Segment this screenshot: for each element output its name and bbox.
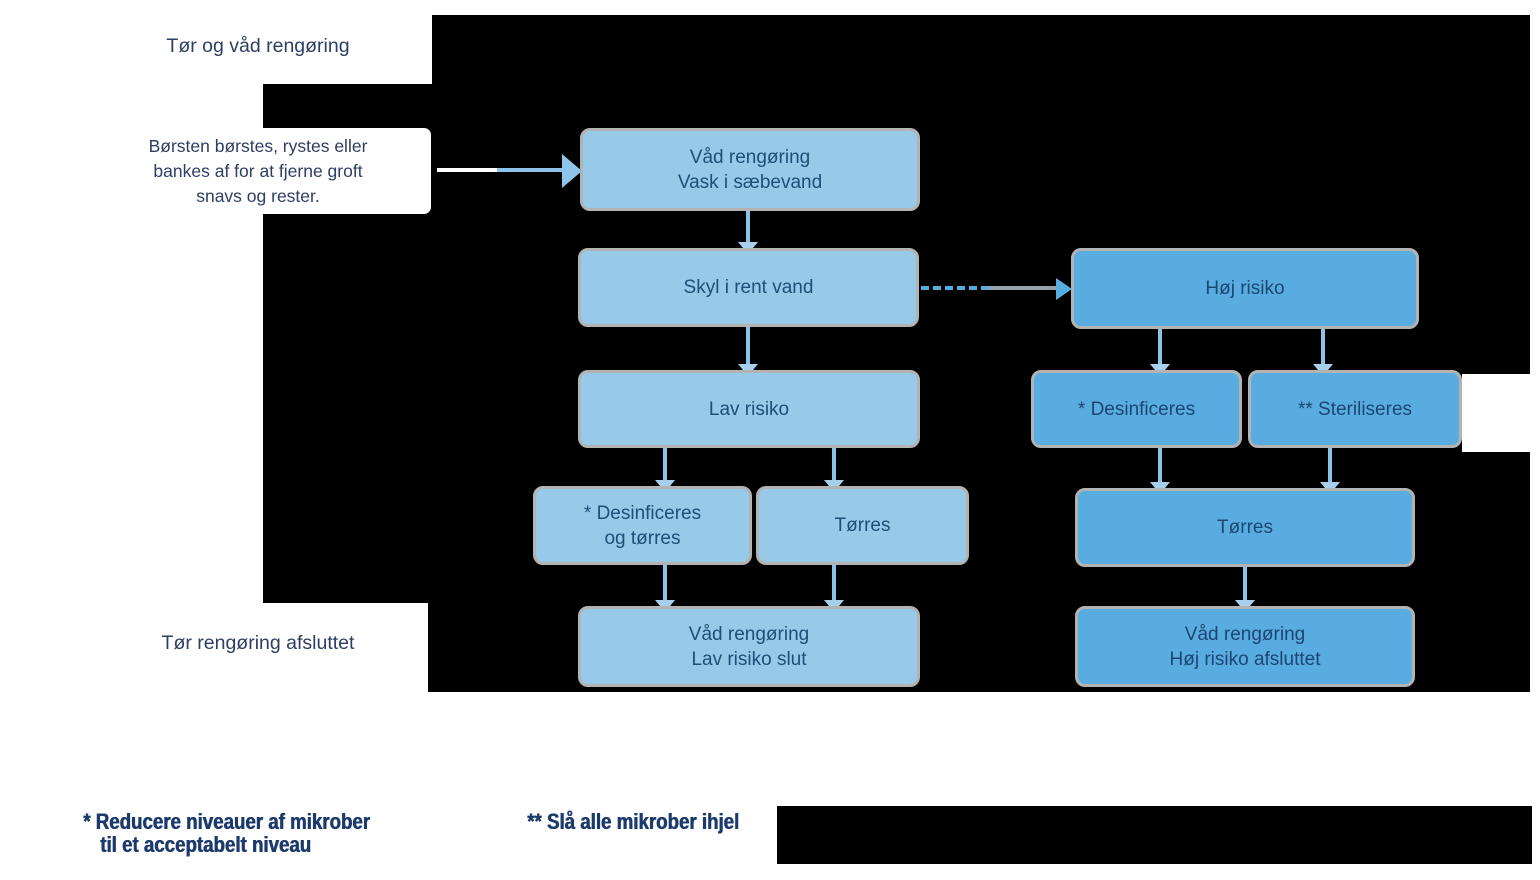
dashed-line-solid-part (989, 286, 1057, 290)
node-text: Våd rengøring (1184, 623, 1306, 645)
arrow-right-icon (562, 154, 582, 188)
connector (1158, 444, 1162, 492)
connector (746, 208, 750, 252)
node-text: * Desinficeres (583, 502, 702, 524)
connector (746, 323, 750, 374)
arrow-line-white (437, 168, 497, 172)
node-text: Skyl i rent vand (683, 277, 814, 298)
connector (1321, 325, 1325, 372)
connector (663, 561, 667, 612)
footnote-kill-microbes: ** Slå alle mikrober ihjel (527, 810, 739, 833)
connector (663, 444, 667, 490)
dark-band-footer (777, 806, 1532, 864)
arrow-right-icon (1056, 278, 1072, 300)
note-line: Børsten børstes, rystes eller (148, 135, 368, 156)
footnote-line: ** Slå alle mikrober ihjel (527, 809, 740, 834)
note-box: Børsten børstes, rystes eller bankes af … (85, 128, 431, 214)
dashed-line (921, 286, 989, 290)
node-text: * Desinficeres (1077, 398, 1196, 420)
node-text: Lav risiko (708, 398, 790, 420)
note-line: bankes af for at fjerne groft (153, 160, 363, 181)
node-text: Høj risiko afsluttet (1169, 648, 1321, 670)
end-label: Tør rengøring afsluttet (161, 632, 355, 654)
node-lav-slut: Våd rengøring Lav risiko slut (578, 606, 920, 687)
node-text: og tørres (604, 527, 681, 549)
node-torres-hoj: Tørres (1075, 488, 1415, 567)
connector (1328, 444, 1332, 492)
node-desinficeres: * Desinficeres (1031, 370, 1242, 448)
connector (832, 561, 836, 612)
node-text: Våd rengøring (689, 146, 811, 168)
connector (1243, 563, 1247, 612)
node-hoj-risiko: Høj risiko (1071, 248, 1419, 329)
node-text: Våd rengøring (688, 623, 810, 645)
diagram-title: Tør og våd rengøring (166, 35, 350, 57)
node-torres-lav: Tørres (756, 486, 969, 565)
node-text: ** Steriliseres (1297, 398, 1413, 420)
node-lav-risiko: Lav risiko (578, 370, 920, 448)
footnote-reduce-microbes: * Reducere niveauer af mikrober til et a… (83, 810, 370, 856)
footnote-line: * Reducere niveauer af mikrober (83, 809, 370, 834)
node-vad-rengoring: Våd rengøring Vask i sæbevand (580, 128, 920, 211)
dark-region-top (432, 15, 1530, 84)
connector (832, 444, 836, 490)
node-hoj-slut: Våd rengøring Høj risiko afsluttet (1075, 606, 1415, 687)
node-text: Lav risiko slut (691, 648, 807, 670)
arrow-line-blue (497, 168, 565, 172)
node-desinficeres-torres: * Desinficeres og tørres (533, 486, 752, 565)
node-text: Vask i sæbevand (677, 171, 823, 193)
node-steriliseres: ** Steriliseres (1248, 370, 1462, 448)
footnote-line: til et acceptabelt niveau (100, 832, 311, 857)
node-text: Tørres (1217, 517, 1273, 538)
node-skyl: Skyl i rent vand (578, 248, 919, 327)
note-line: snavs og rester. (196, 185, 320, 206)
node-text: Høj risiko (1205, 278, 1285, 299)
node-text: Tørres (834, 515, 891, 536)
connector (1158, 325, 1162, 372)
